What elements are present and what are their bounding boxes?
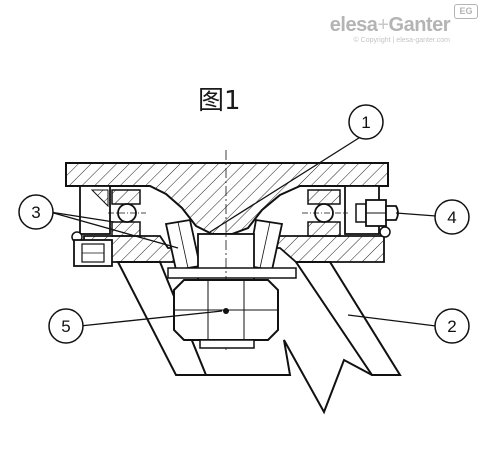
svg-text:1: 1 [361,113,370,132]
callout-leaders [49,135,437,327]
left-bearing-housing [79,185,146,237]
svg-text:3: 3 [31,203,40,222]
callout-3: 3 [18,194,54,230]
hex-nut [173,279,279,349]
svg-text:5: 5 [61,317,70,336]
logo-copyright: © Copyright | elesa-ganter.com [353,37,450,44]
grease-nipple [355,199,399,227]
svg-text:4: 4 [447,208,456,227]
tapered-roller-bearings [164,218,284,272]
logo-badge: EG [454,4,478,19]
callout-1: 1 [348,104,384,140]
wheel-fork [116,261,402,415]
side-plug-left [73,239,113,267]
callout-5: 5 [48,308,84,344]
center-spindle [167,150,297,350]
logo-wordmark: elesa+Ganter [329,14,451,36]
svg-text:2: 2 [447,317,456,336]
callout-2: 2 [434,308,470,344]
brand-logo: elesa+Ganter EG © Copyright | elesa-gant… [308,4,478,44]
figure-title: 图1 [198,86,241,116]
callout-4: 4 [434,199,470,235]
